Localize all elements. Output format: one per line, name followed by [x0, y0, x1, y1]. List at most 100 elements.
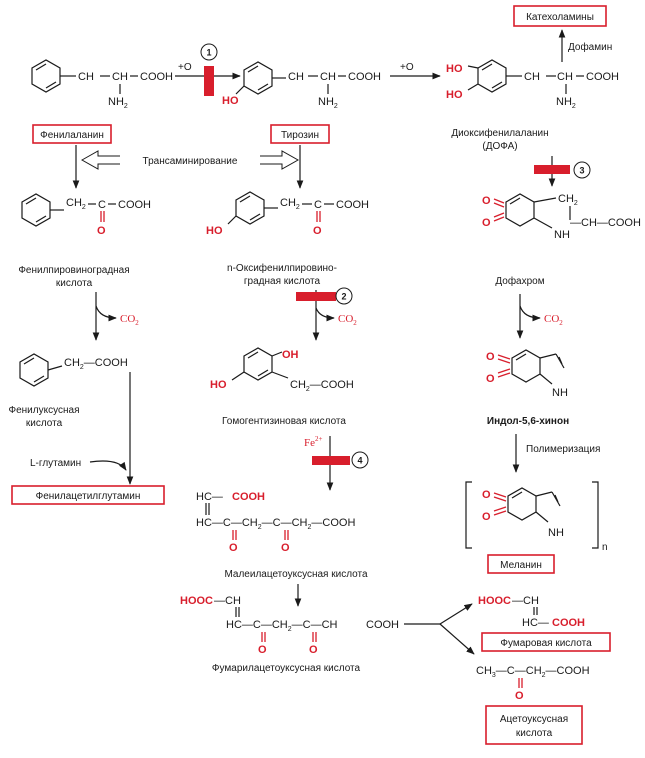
svg-text:O: O	[486, 373, 495, 385]
arrow-fumaric	[439, 603, 473, 625]
phenylacetylglutamine-box	[11, 485, 165, 505]
hpp-label-2: градная кислота	[244, 276, 321, 287]
svg-text:CH: CH	[320, 71, 336, 83]
homogentisic-label: Гомогентизиновая кислота	[222, 416, 346, 427]
indolequinone-label: Индол-5,6-хинон	[487, 416, 569, 427]
acetoacetic-label-1: Ацетоуксусная	[500, 714, 568, 725]
fumaric-label: Фумаровая кислота	[500, 638, 592, 649]
svg-text:NH2: NH2	[556, 96, 576, 110]
plus-o-2: +O	[400, 62, 414, 73]
acetoacetic-label-2: кислота	[516, 728, 553, 739]
svg-text:HOOC: HOOC	[478, 595, 511, 607]
phenylacetic-label-2: кислота	[26, 418, 63, 429]
maleylacetoacetic-structure: HC— COOH HC—C—CH2—C—CH2—COOH O O	[196, 491, 355, 554]
co2-2: CO2	[338, 313, 357, 327]
svg-text:COOH: COOH	[348, 71, 381, 83]
catecholamines-box	[513, 5, 607, 27]
transamination-arrow	[80, 150, 300, 170]
phenylacetylglutamine-label: Фенилацетилглутамин	[36, 491, 141, 502]
co2-1: CO2	[120, 313, 139, 327]
hpp-label-1: n-Оксифенилпировино-	[227, 262, 337, 274]
dopa-structure: HO HO CH CH COOH NH2	[446, 59, 619, 110]
svg-text:O: O	[313, 225, 322, 237]
glutamine-label: L-глутамин	[30, 458, 81, 469]
acetoacetic-box	[485, 705, 583, 745]
svg-text:O: O	[482, 217, 491, 229]
co2-3: CO2	[544, 313, 563, 327]
enzyme-block-4	[312, 456, 350, 465]
svg-text:O: O	[486, 351, 495, 363]
tyrosine-label: Тирозин	[281, 130, 319, 141]
enzyme-block-1	[204, 66, 214, 96]
svg-text:4: 4	[357, 456, 362, 466]
melanin-label: Меланин	[500, 560, 542, 571]
svg-text:CH2: CH2	[280, 197, 300, 211]
fumarylacetoacetic-structure: HOOC —CH HC—C—CH2—C—CH O O COOH	[180, 595, 399, 656]
svg-text:O: O	[229, 542, 238, 554]
fumaric-box	[481, 632, 611, 652]
phenylpyruvate-structure: CH2 C COOH O	[21, 193, 151, 237]
svg-text:—CH: —CH	[214, 595, 241, 607]
svg-text:OH: OH	[282, 349, 299, 361]
svg-text:n: n	[602, 542, 608, 553]
phenylpyruvate-label-1: Фенилпировиноградная	[18, 265, 129, 276]
svg-text:NH2: NH2	[318, 96, 338, 110]
tyrosine-box	[270, 124, 330, 144]
svg-text:CH2: CH2	[558, 193, 578, 207]
svg-text:CH2: CH2	[66, 197, 86, 211]
svg-text:O: O	[482, 489, 491, 501]
svg-text:COOH: COOH	[232, 491, 265, 503]
svg-text:3: 3	[579, 166, 584, 176]
svg-text:HC—C—CH2—C—CH: HC—C—CH2—C—CH	[226, 619, 338, 633]
svg-text:HO: HO	[210, 379, 227, 391]
enzyme-number-2	[335, 287, 353, 305]
svg-text:CH: CH	[288, 71, 304, 83]
svg-text:CH2—COOH: CH2—COOH	[290, 379, 354, 393]
svg-text:NH2: NH2	[108, 96, 128, 110]
enzyme-number-1	[200, 43, 218, 61]
svg-text:CH2—COOH: CH2—COOH	[64, 357, 128, 371]
enzyme-block-2	[296, 292, 336, 301]
svg-text:C: C	[314, 199, 322, 211]
plus-o-1: +O	[178, 62, 192, 73]
svg-text:C: C	[98, 199, 106, 211]
melanin-structure: n NH O O	[465, 481, 608, 553]
phenylalanine-box	[32, 124, 112, 144]
svg-text:2: 2	[341, 292, 346, 302]
svg-text:CH: CH	[524, 71, 540, 83]
dopamine-label: Дофамин	[568, 41, 612, 53]
svg-text:O: O	[482, 195, 491, 207]
dopachrome-label: Дофахром	[495, 275, 544, 287]
svg-text:HO: HO	[446, 89, 463, 101]
melanin-box	[487, 554, 555, 574]
svg-text:COOH: COOH	[586, 71, 619, 83]
svg-text:O: O	[97, 225, 106, 237]
svg-text:HC—C—CH2—C—CH2—COOH: HC—C—CH2—C—CH2—COOH	[196, 517, 355, 531]
enzyme-number-4	[351, 451, 369, 469]
svg-text:O: O	[281, 542, 290, 554]
svg-text:HO: HO	[206, 225, 223, 237]
svg-text:CH: CH	[78, 71, 94, 83]
svg-text:O: O	[258, 644, 267, 656]
svg-text:COOH: COOH	[140, 71, 173, 83]
phenylpyruvate-label-2: кислота	[56, 278, 93, 289]
svg-text:NH: NH	[548, 527, 564, 539]
transamination-label: Трансаминирование	[143, 156, 238, 167]
fumarylacetoacetic-label: Фумарилацетоуксусная кислота	[212, 663, 361, 674]
fumaric-structure: HOOC —CH HC— COOH	[478, 595, 585, 629]
svg-text:HOOC: HOOC	[180, 595, 213, 607]
enzyme-block-3	[534, 165, 570, 174]
svg-text:COOH: COOH	[118, 199, 151, 211]
svg-text:HO: HO	[446, 63, 463, 75]
svg-text:HO: HO	[222, 95, 239, 107]
phenylacetic-structure: CH2—COOH	[19, 353, 128, 387]
svg-text:COOH: COOH	[366, 619, 399, 631]
homogentisic-structure: OH HO CH2—COOH	[210, 347, 354, 393]
dopa-label-1: Диоксифенилаланин	[451, 127, 548, 139]
dopa-label-2: (ДОФА)	[482, 141, 517, 152]
fe-label: Fe2+	[304, 435, 323, 449]
svg-text:CH: CH	[112, 71, 128, 83]
svg-text:CH3—C—CH2—COOH: CH3—C—CH2—COOH	[476, 665, 590, 679]
phenylalanine-label: Фенилаланин	[40, 130, 104, 141]
